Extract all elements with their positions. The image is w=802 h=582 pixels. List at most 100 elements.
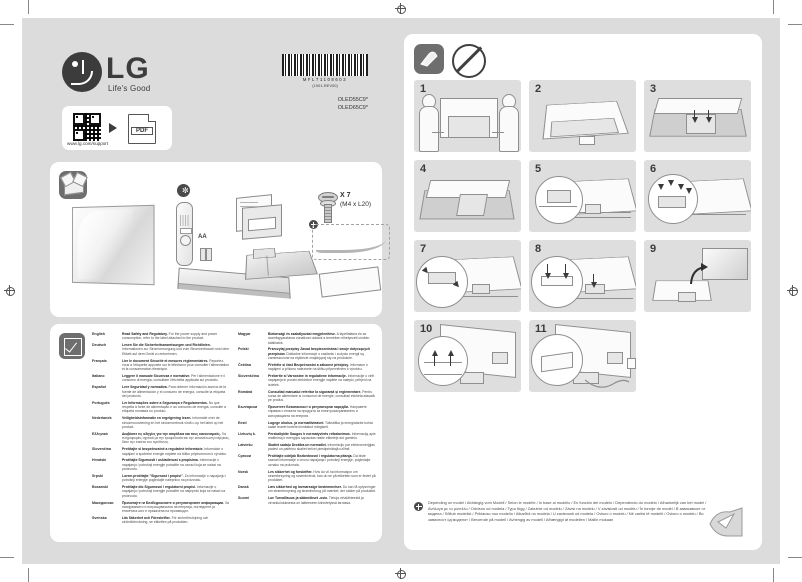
language-name: Português [92, 400, 110, 405]
language-text: Pročitajte dio Sigurnosni i regulatorni … [122, 485, 230, 498]
language-detail: Informácie o napájaní a spotrebe energie… [122, 447, 227, 456]
language-text: Read Safety and Regulatory. For the powe… [122, 332, 230, 341]
language-detail: Направете справка с етикета на продукта … [268, 405, 367, 418]
step-row-3: 7 8 [414, 240, 752, 312]
language-heading: Prečítajte si bezpečnostné a regulačné i… [122, 447, 204, 452]
crop-mark-top-left-v [28, 0, 29, 14]
language-text: Lue Turvallisuus ja säännökset -osio. Ti… [268, 496, 376, 505]
model-numbers: OLED55C9* OLED65C9* [338, 96, 368, 112]
language-detail: Για πληροφορίες σχετικά με την τροφοδοσί… [122, 431, 230, 445]
language-name: Srpski [92, 473, 103, 478]
language-detail: Per l'alimentazione e il consumo di ener… [122, 374, 225, 383]
language-text: Biztonsági és szabályozási megjelenítése… [268, 332, 376, 345]
language-name: Español [92, 385, 106, 390]
language-detail: Hvis du vil ha informasjon om strømforsy… [268, 469, 376, 483]
language-heading: Pročitajte odeljak Bezbednosni i regulat… [268, 454, 353, 459]
step-attach-back-cover: 10 [414, 320, 521, 392]
language-heading: Pročitajte dio Sigurnosni i regulatorni … [122, 485, 196, 490]
crop-mark-top-right-v [773, 0, 774, 14]
language-text: Lesen Sie die Sicherheitsanweisungen und… [122, 343, 230, 356]
language-heading: Veiligheidsinformatie en regelgeving lez… [122, 416, 192, 421]
step-lift-tv-upright: 9 [644, 240, 751, 312]
language-row: Polski Przeczytaj przepisy Zasad bezpiecz… [238, 347, 376, 360]
step-number: 3 [650, 83, 657, 95]
step-lay-tv-facedown: 2 [529, 80, 636, 152]
magic-remote-illustration [176, 202, 193, 266]
language-heading: Les sikkerhet og forskrifter. [268, 469, 313, 474]
language-heading: Preberite si Varnostne in regulativne in… [268, 374, 347, 379]
step-number: 9 [650, 243, 657, 255]
step-route-cables: 11 [529, 320, 636, 392]
crop-mark-top-left-h [0, 24, 14, 25]
cable-holder-dashed-area [312, 224, 390, 260]
language-name: Deutsch [92, 343, 107, 348]
language-text: Leggere il manuale Sicurezza e normative… [122, 374, 230, 383]
language-name: Slovenčina [92, 447, 111, 452]
language-detail: Informacije o virih napajanja in porabi … [268, 374, 375, 387]
language-detail: Reportez-vous à l'étiquette apposée sur … [122, 358, 230, 372]
step-number: 10 [420, 323, 433, 335]
language-detail: Informace o napájení a příkonu naleznete… [268, 362, 368, 372]
step-remove-stand-from-packaging: 4 [414, 160, 521, 232]
registration-mark-left [4, 285, 15, 296]
barcode: MFL71108603 (1901-REV00) [282, 54, 368, 88]
model-number-1: OLED65C9* [337, 105, 368, 111]
language-text: Lire le document Sécurité et mesures rég… [122, 359, 230, 372]
language-heading: Read Safety and Regulatory. [122, 332, 168, 336]
language-name: Dansk [238, 485, 249, 490]
lg-face-icon [62, 52, 102, 92]
language-heading: Skatiet sadaļu Drošība un normatīvi. [268, 442, 327, 447]
language-heading: Lire le document Sécurité et mesures rég… [122, 358, 209, 363]
support-qr-card[interactable]: www.lg.com/support PDF [62, 106, 172, 150]
language-detail: Informatie over de stroomvoorziening en … [122, 416, 224, 429]
language-name: Македонски [92, 500, 114, 505]
language-text: Läs Säkerhet och Föreskrifter. För ström… [122, 516, 230, 525]
step-row-2: 4 5 [414, 160, 752, 232]
language-text: Les sikkerhet og forskrifter. Hvis du vi… [268, 470, 376, 483]
language-name: Slovenščina [238, 374, 259, 379]
language-text: Preberite si Varnostne in regulativne in… [268, 374, 376, 387]
barcode-bars [282, 54, 368, 76]
crop-mark-bottom-left-h [0, 557, 14, 558]
language-detail: Informāciju par elektroenerģijas padevi … [268, 442, 375, 452]
language-heading: Læs sikkerhed og lovmæssige bestemmelser… [268, 485, 342, 490]
language-detail: Informationen zur Stromversorgung und zu… [122, 347, 230, 356]
language-detail: Tietoja virtalähteestä ja virrankulutuks… [268, 496, 364, 505]
step-row-1: 1 2 3 [414, 80, 752, 152]
language-detail: Da biste saznali informacije o izvoru na… [268, 454, 371, 467]
step-tighten-screws: 8 [529, 240, 636, 312]
language-heading: Lugege ohutus- ja normatiivteavet. [268, 420, 325, 425]
language-name: Magyar [238, 332, 251, 336]
cleaning-cloth-illustration [318, 266, 382, 298]
language-name: Lietuvių k. [238, 431, 256, 436]
language-text: Skatiet sadaļu Drošība un normatīvi. Inf… [268, 443, 376, 452]
left-column: LG Life's Good MFL71108603 (1901-REV00) … [40, 34, 392, 550]
batteries-illustration [200, 246, 212, 261]
language-heading: Lue Turvallisuus ja säännökset -osio. [268, 496, 329, 501]
registration-mark-top [395, 3, 406, 14]
language-row: Slovenčina Prečítajte si bezpečnostné a r… [92, 447, 230, 456]
language-name: Polski [238, 347, 249, 352]
registration-mark-bottom [395, 568, 406, 579]
language-text: Přečtěte si část Bezpečnostní a zákonné … [268, 363, 376, 372]
step-number: 4 [420, 163, 427, 175]
step-seat-stand-bracket: 7 [414, 240, 521, 312]
step-align-stand-bracket: 5 [529, 160, 636, 232]
language-text: Læs sikkerhed og lovmæssige bestemmelser… [268, 485, 376, 494]
language-heading: Przeczytaj przepisy Zasad bezpieczeństwa… [268, 347, 371, 356]
qr-code-icon[interactable] [73, 113, 101, 141]
language-detail: Informaciją apie maitinimą ir energijos … [268, 431, 376, 441]
language-text: Lugege ohutus- ja normatiivteavet. Toite… [268, 421, 376, 430]
battery-size-label: AA [198, 234, 207, 240]
